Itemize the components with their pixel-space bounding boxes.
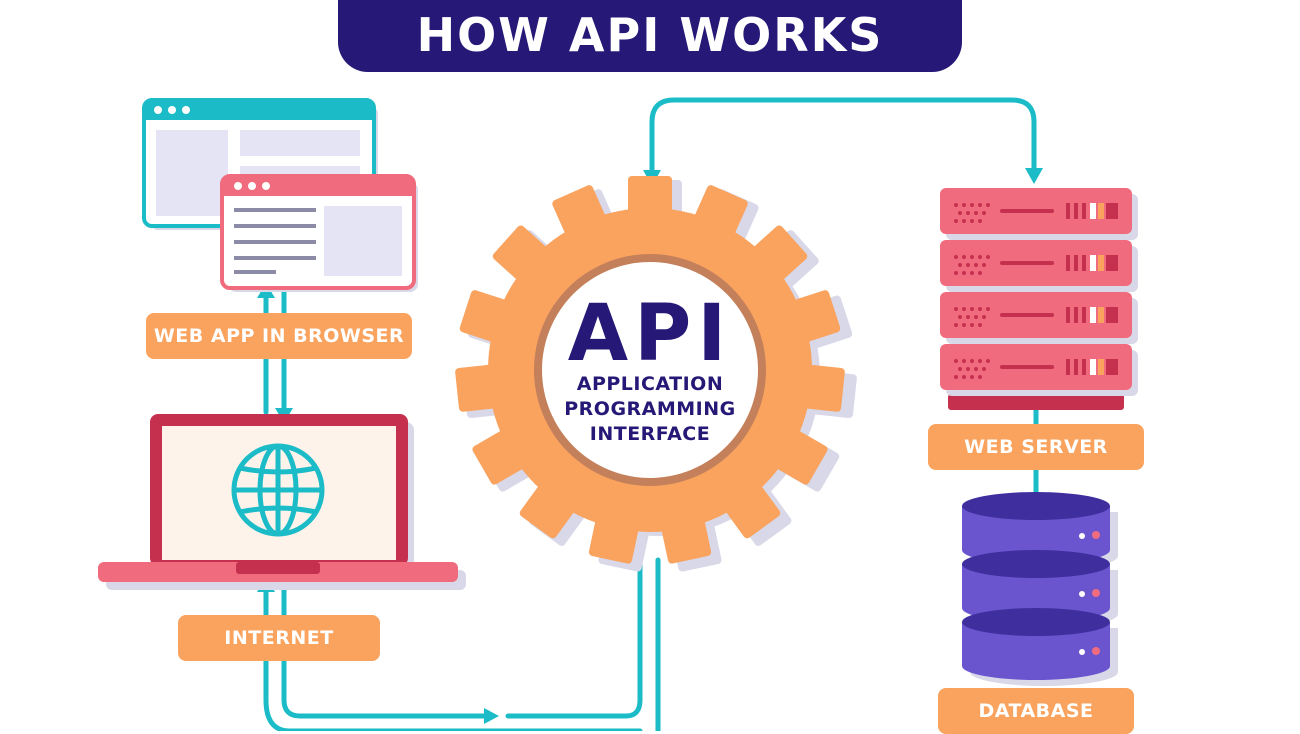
api-line-interface: INTERFACE (589, 423, 711, 445)
server-unit (940, 292, 1138, 344)
label-internet: INTERNET (178, 615, 380, 661)
api-line-programming: PROGRAMMING (564, 398, 736, 420)
api-line-application: APPLICATION (576, 373, 724, 395)
arrow-right-gear (484, 708, 499, 724)
arrow-down-server (1025, 168, 1043, 184)
globe-icon (231, 443, 325, 537)
connector-gear-bottom (505, 557, 643, 719)
gear-icon (455, 176, 857, 572)
label-database: DATABASE (938, 688, 1134, 734)
database-icon (962, 492, 1118, 686)
browser-windows-icon (142, 98, 418, 292)
server-rack-icon (940, 188, 1138, 410)
api-abbreviation: API (567, 289, 733, 379)
server-unit (940, 188, 1138, 240)
server-unit (940, 240, 1138, 292)
server-unit (940, 344, 1138, 396)
database-disk (962, 608, 1118, 686)
label-web-server: WEB SERVER (928, 424, 1144, 470)
title-banner: HOW API WORKS (338, 0, 962, 72)
connector-gear-to-server (649, 97, 1037, 181)
connector-laptop-to-gear-inner (281, 579, 493, 719)
label-web-app-in-browser: WEB APP IN BROWSER (146, 313, 412, 359)
page-title: HOW API WORKS (416, 8, 884, 62)
laptop-globe-icon (98, 414, 466, 590)
